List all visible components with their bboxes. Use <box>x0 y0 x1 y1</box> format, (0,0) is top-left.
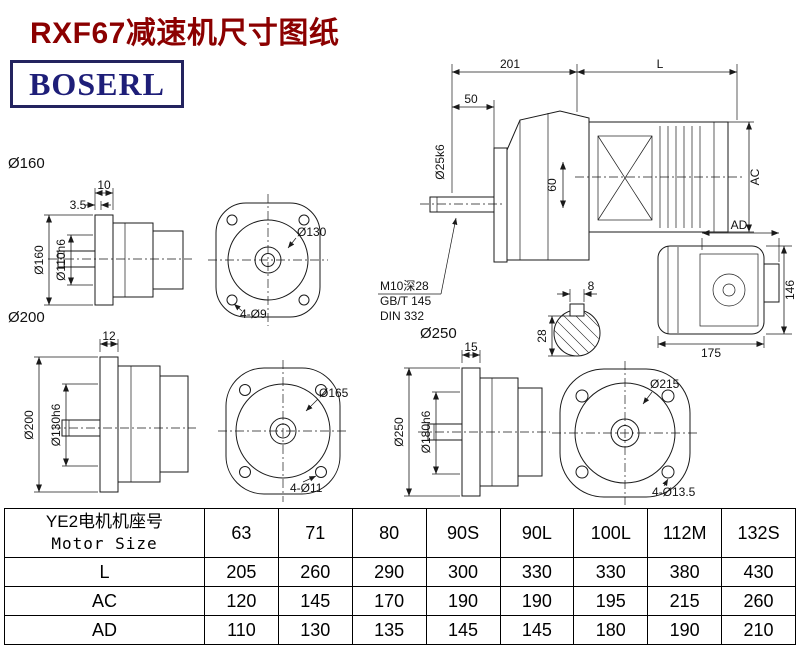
table-cell: 380 <box>647 557 723 587</box>
dim-d160-outer: Ø160 <box>32 245 46 275</box>
row-label-AD: AD <box>4 615 205 645</box>
dimension-table: YE2电机机座号 Motor Size 63 71 80 90S 90L 100… <box>4 508 796 645</box>
table-cell: 190 <box>499 586 575 616</box>
d250-shaft <box>427 423 463 441</box>
table-cell: 330 <box>499 557 575 587</box>
table-header-row: YE2电机机座号 Motor Size 63 71 80 90S 90L 100… <box>4 508 796 558</box>
table-cell: 145 <box>499 615 575 645</box>
keyway-slot <box>569 303 585 317</box>
size-col-header: 71 <box>277 508 353 558</box>
size-col-header: 100L <box>573 508 649 558</box>
brand-logo: BOSERL <box>10 60 184 108</box>
dim-d200-circle: Ø165 <box>319 386 349 400</box>
table-cell: 190 <box>425 586 501 616</box>
table-cell: 145 <box>425 615 501 645</box>
dim-d160-flange: 10 <box>97 178 111 192</box>
dim-201: 201 <box>500 57 520 71</box>
dim-d160-step: 3.5 <box>70 198 87 212</box>
dim-175: 175 <box>701 346 721 360</box>
header-cn: YE2电机机座号 <box>45 512 164 531</box>
dim-60: 60 <box>545 178 559 192</box>
size-col-header: 63 <box>204 508 279 558</box>
d200-side-view: Ø200 12 Ø200 Ø130h6 <box>8 309 196 493</box>
rear-housing <box>657 245 765 335</box>
dim-key-width: 8 <box>588 279 595 293</box>
table-cell: 430 <box>721 557 796 587</box>
table-cell: 215 <box>647 586 723 616</box>
dim-146: 146 <box>783 280 797 300</box>
table-cell: 135 <box>351 615 427 645</box>
d250-label: Ø250 <box>420 325 457 342</box>
page-title: RXF67减速机尺寸图纸 <box>30 17 340 50</box>
dim-d160-circle: Ø130 <box>297 225 327 239</box>
input-shaft <box>429 196 495 213</box>
table-cell: 330 <box>573 557 649 587</box>
dim-d250-holes: 4-Ø13.5 <box>652 485 696 499</box>
d250-front-view: Ø215 4-Ø13.5 <box>552 361 698 505</box>
motor-size-header: YE2电机机座号 Motor Size <box>4 508 205 558</box>
table-cell: 110 <box>204 615 279 645</box>
dim-AC: AC <box>748 168 762 185</box>
table-row-L: L 205 260 290 300 330 330 380 430 <box>4 557 796 587</box>
d250-side-view: Ø250 15 Ø250 Ø180h6 <box>392 325 550 497</box>
dim-d160-inner: Ø110h6 <box>54 239 68 281</box>
dim-key-height: 28 <box>535 329 549 343</box>
size-col-header: 80 <box>351 508 427 558</box>
row-label-AC: AC <box>4 586 205 616</box>
rear-view: AD 146 175 <box>657 218 797 360</box>
table-cell: 180 <box>573 615 649 645</box>
thread-note-line3: DIN 332 <box>380 309 424 323</box>
table-row-AC: AC 120 145 170 190 190 195 215 260 <box>4 586 796 616</box>
table-cell: 120 <box>204 586 279 616</box>
dim-d200-inner: Ø130h6 <box>49 403 63 446</box>
table-cell: 290 <box>351 557 427 587</box>
shaft-key-section: 8 28 <box>535 279 601 357</box>
dim-d200-outer: Ø200 <box>22 410 36 440</box>
d160-label: Ø160 <box>8 155 45 172</box>
table-cell: 190 <box>647 615 723 645</box>
brand-text: BOSERL <box>29 65 165 102</box>
dim-AD: AD <box>731 218 748 232</box>
thread-note-line1: M10深28 <box>380 279 429 293</box>
table-cell: 195 <box>573 586 649 616</box>
table-cell: 210 <box>721 615 796 645</box>
table-cell: 145 <box>277 586 353 616</box>
row-label-L: L <box>4 557 205 587</box>
table-row-AD: AD 110 130 135 145 145 180 190 210 <box>4 615 796 645</box>
gearbox-flange <box>493 147 508 263</box>
size-col-header: 132S <box>721 508 796 558</box>
table-cell: 300 <box>425 557 501 587</box>
assembly-side-view: 201 L 50 Ø25k6 60 <box>420 57 762 263</box>
dim-d160-holes: 4-Ø9 <box>240 307 267 321</box>
table-cell: 130 <box>277 615 353 645</box>
d160-front-view: Ø130 4-Ø9 <box>208 194 328 326</box>
dim-shaft-diameter: Ø25k6 <box>433 144 447 180</box>
header-en: Motor Size <box>51 534 158 553</box>
dim-d200-holes: 4-Ø11 <box>290 481 323 495</box>
size-col-header: 112M <box>647 508 723 558</box>
d160-side-view: Ø160 10 3.5 Ø160 Ø110h6 <box>8 155 192 306</box>
d160-flange-plate <box>94 214 114 306</box>
d200-flange-plate <box>99 356 119 493</box>
thread-note-line2: GB/T 145 <box>380 294 431 308</box>
dim-d250-outer: Ø250 <box>392 417 406 447</box>
dim-d200-flange: 12 <box>102 329 116 343</box>
dim-d250-circle: Ø215 <box>650 377 680 391</box>
dim-L: L <box>657 57 664 71</box>
size-col-header: 90L <box>499 508 575 558</box>
table-cell: 170 <box>351 586 427 616</box>
technical-drawing: 201 L 50 Ø25k6 60 <box>8 57 797 505</box>
table-cell: 260 <box>277 557 353 587</box>
dim-d250-flange: 15 <box>464 340 478 354</box>
table-cell: 260 <box>721 586 796 616</box>
d200-front-view: Ø165 4-Ø11 <box>218 360 349 502</box>
dim-50: 50 <box>464 92 478 106</box>
dim-d250-inner: Ø180h6 <box>419 410 433 453</box>
size-col-header: 90S <box>425 508 501 558</box>
table-cell: 205 <box>204 557 279 587</box>
thread-note: M10深28 GB/T 145 DIN 332 <box>378 217 458 323</box>
d200-label: Ø200 <box>8 309 45 326</box>
